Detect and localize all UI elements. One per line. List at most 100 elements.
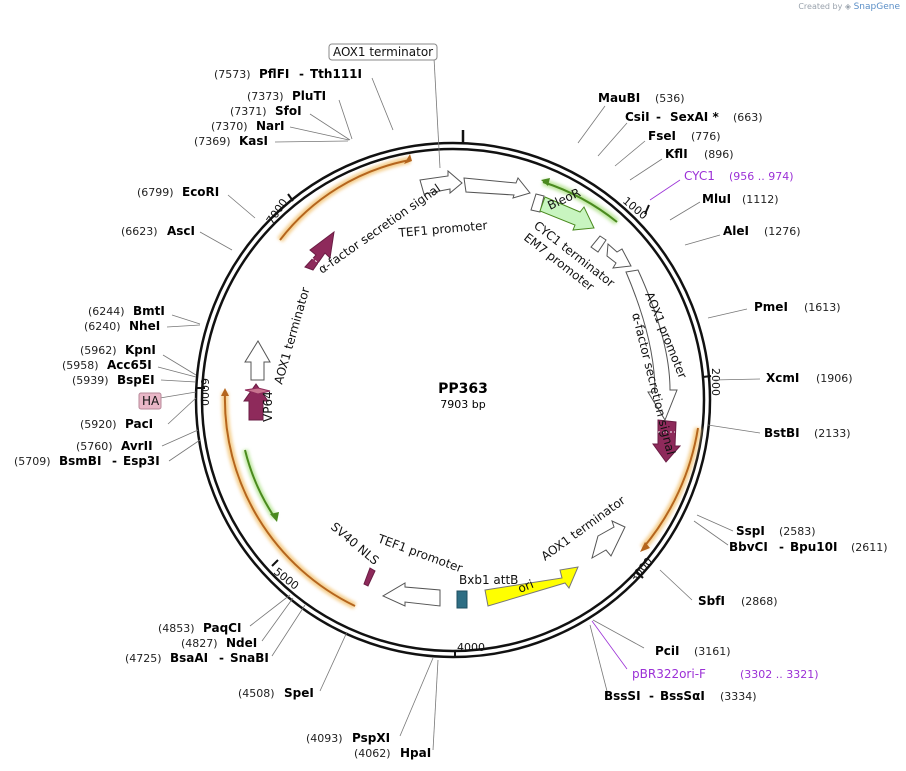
orf-right-arrowhead [640, 542, 650, 552]
site-hpai: HpaI [400, 746, 431, 760]
tick-5000 [271, 559, 279, 567]
site-bsmbi: BsmBI [59, 454, 101, 468]
orf-left-inner-arc [244, 449, 276, 519]
site-bbvci-dash: - [779, 540, 784, 554]
feature-bleor [539, 196, 595, 231]
site-sbfi: SbfI [698, 594, 725, 608]
feature-tef1-promoter-top [463, 177, 531, 199]
site-hpai-pos: (4062) [354, 747, 391, 760]
orf-bleor-arc [542, 181, 618, 223]
site-bsaai-dash: - [219, 651, 224, 665]
site-bsssi: BssSI [604, 689, 641, 703]
site-pflfi: PflFI [259, 67, 289, 81]
site-acc65i-pos: (5958) [62, 359, 99, 372]
site-pluti-pos: (7373) [247, 90, 284, 103]
orf-right-arc [642, 427, 699, 549]
feature-ha-tag [244, 387, 271, 395]
primer-pbr322-connector [591, 620, 628, 670]
site-csii: CsiI [625, 110, 650, 124]
site-nari-pos: (7370) [211, 120, 248, 133]
left-site-connectors [157, 77, 394, 692]
site-bbvci: BbvCI [729, 540, 768, 554]
site-bmti-pos: (6244) [88, 305, 125, 318]
site-paci-pos: (5920) [80, 418, 117, 431]
site-sfoi: SfoI [275, 104, 302, 118]
label-ori: ori [516, 577, 536, 596]
site-bspei-pos: (5939) [72, 374, 109, 387]
site-tth111i: Tth111I [310, 67, 362, 81]
orf-left-inner-arrowhead [270, 512, 279, 522]
site-pcii-pos: (3161) [694, 645, 731, 658]
feature-aox1-terminator-bottom [591, 520, 626, 560]
site-pflfi-dash: - [299, 67, 304, 81]
site-pspxi-pos: (4093) [306, 732, 343, 745]
site-ecori: EcoRI [182, 185, 219, 199]
feature-aox1-terminator-left [244, 340, 271, 381]
label-bxb1-attb: Bxb1 attB [459, 573, 518, 587]
site-pmei: PmeI [754, 300, 788, 314]
label-tef1-promoter-top: TEF1 promoter [397, 218, 488, 240]
feature-cyc1-block [606, 242, 632, 269]
right-site-connectors [399, 105, 761, 751]
feature-ori [484, 566, 579, 607]
site-snabi: SnaBI [230, 651, 269, 665]
primer-cyc1-connector [649, 179, 681, 201]
backbone-inner-ring [200, 147, 706, 653]
feature-sv40-nls [363, 567, 376, 587]
aox1-terminator-box [328, 43, 438, 61]
site-spei-pos: (4508) [238, 687, 275, 700]
site-sspi: SspI [736, 524, 765, 538]
site-acc65i: Acc65I [107, 358, 152, 372]
site-bsssai: BssSαI [660, 689, 705, 703]
tick-3000 [636, 571, 644, 579]
site-fsei: FseI [648, 129, 676, 143]
tick-2000 [702, 375, 712, 378]
site-avrii-pos: (5760) [76, 440, 113, 453]
site-nari: NarI [256, 119, 285, 133]
site-pcii: PciI [655, 644, 680, 658]
label-sv40-nls: SV40 NLS [328, 520, 382, 568]
site-sfoi-pos: (7371) [230, 105, 267, 118]
site-nhei-pos: (6240) [84, 320, 121, 333]
site-asci: AscI [167, 224, 195, 238]
site-bsaai-pos: (4725) [125, 652, 162, 665]
site-pluti: PluTI [292, 89, 326, 103]
site-bstbi: BstBI [764, 426, 800, 440]
snapgene-logo-icon: ◈ [844, 2, 852, 11]
site-bstbi-pos: (2133) [814, 427, 851, 440]
site-pflfi-pos: (7573) [214, 68, 251, 81]
site-kpni: KpnI [125, 343, 156, 357]
site-kfli: KflI [665, 147, 688, 161]
site-alei: AleI [723, 224, 749, 238]
site-bpu10i: Bpu10I [790, 540, 837, 554]
primer-pbr322-range: (3302 .. 3321) [740, 668, 819, 681]
site-sspi-pos: (2583) [779, 525, 816, 538]
feature-aox1-promoter [625, 269, 678, 422]
tick-label-3000: 3000 [627, 555, 655, 585]
left-site-labels: (7573) PflFI - Tth111I (7373) PluTI (737… [14, 67, 362, 700]
aox1-top-connector [433, 57, 441, 169]
site-spei: SpeI [284, 686, 314, 700]
primer-pbr322-name: pBR322ori-F [632, 667, 706, 681]
site-sbfi-pos: (2868) [741, 595, 778, 608]
site-xcmi-pos: (1906) [816, 372, 853, 385]
site-mlui: MluI [702, 192, 731, 206]
created-by-text: Created by [798, 2, 843, 11]
site-bsssi-dash: - [649, 689, 654, 703]
tick-label-4000: 4000 [457, 641, 485, 654]
primer-cyc1-range: (956 .. 974) [729, 170, 794, 183]
orf-bleor-arrowhead [541, 178, 550, 186]
tick-label-6000: 6000 [198, 378, 211, 406]
site-paci: PacI [125, 417, 153, 431]
site-pspxi: PspXI [352, 731, 390, 745]
orf-left-arc [223, 391, 356, 607]
label-aox1-terminator-top: AOX1 terminator [333, 45, 433, 59]
site-bsaai: BsaAI [170, 651, 208, 665]
site-avrii: AvrII [121, 439, 153, 453]
site-paqci: PaqCI [203, 621, 241, 635]
label-aox1-terminator-left: AOX1 terminator [271, 286, 312, 386]
site-sexai: SexAI * [670, 110, 719, 124]
site-alei-pos: (1276) [764, 225, 801, 238]
feature-alpha-signal-left [304, 230, 335, 271]
